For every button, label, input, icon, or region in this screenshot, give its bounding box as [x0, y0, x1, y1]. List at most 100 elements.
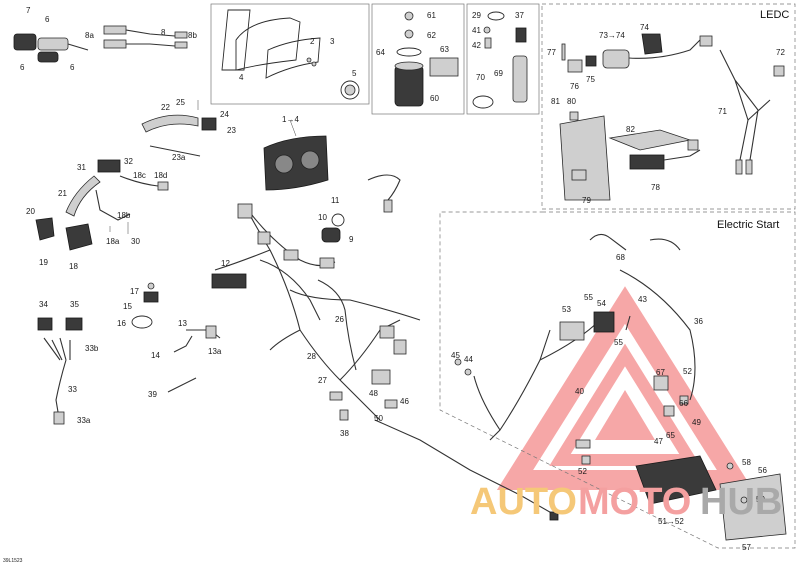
watermark-text: AUTO MOTO HUB	[470, 481, 782, 523]
ring-70	[472, 95, 494, 109]
callout-18: 18	[69, 262, 78, 271]
callout-36: 36	[694, 317, 703, 326]
gauge-lens	[235, 17, 301, 71]
gauge-accessory-box	[371, 3, 465, 115]
callout-5: 5	[352, 69, 357, 78]
callout-9: 9	[349, 235, 354, 244]
battery-51	[635, 455, 717, 505]
callout-55b: 55	[614, 338, 623, 347]
callout-18a: 18a	[106, 237, 120, 246]
callout-64: 64	[376, 48, 385, 57]
callout-59: 59	[756, 495, 765, 504]
warning-label	[429, 57, 459, 77]
ledc-parts	[559, 33, 785, 201]
callout-53: 53	[562, 305, 571, 314]
callout-6c: 6	[70, 63, 75, 72]
callout-52a: 52	[683, 367, 692, 376]
watermark-hub: HUB	[700, 481, 782, 523]
callout-21: 21	[58, 189, 67, 198]
callout-4: 4	[239, 73, 244, 82]
gauge-seal	[221, 9, 251, 71]
gauge-body	[263, 135, 329, 191]
callout-19: 19	[39, 258, 48, 267]
callout-10: 10	[318, 213, 327, 222]
sensor-parts	[131, 174, 401, 393]
callout-63: 63	[440, 45, 449, 54]
small-parts	[472, 11, 528, 109]
callout-33b: 33b	[85, 344, 99, 353]
callout-31: 31	[77, 163, 86, 172]
light-switch-group	[37, 317, 83, 425]
switch-6c	[37, 51, 59, 63]
block-32	[97, 159, 121, 173]
callout-33a: 33a	[77, 416, 91, 425]
callout-44: 44	[464, 355, 473, 364]
callout-48: 48	[369, 389, 378, 398]
callout-29: 29	[472, 11, 481, 20]
callout-15: 15	[123, 302, 132, 311]
callout-20: 20	[26, 207, 35, 216]
callout-47: 47	[654, 437, 663, 446]
plate-82	[608, 129, 692, 151]
connector-8b-bottom	[174, 41, 188, 49]
sender-canister	[394, 65, 424, 107]
callout-77: 77	[547, 48, 556, 57]
callout-61: 61	[427, 11, 436, 20]
callout-79: 79	[582, 196, 591, 205]
callout-75: 75	[586, 75, 595, 84]
callout-18c: 18c	[133, 171, 146, 180]
electric-start-parts	[454, 233, 787, 541]
callout-33: 33	[68, 385, 77, 394]
callout-58: 58	[742, 458, 751, 467]
callout-16: 16	[117, 319, 126, 328]
electric-start-title: Electric Start	[717, 219, 779, 231]
boot-22	[141, 114, 199, 133]
gauge-bezel	[265, 37, 321, 79]
callout-60: 60	[430, 94, 439, 103]
callout-39: 39	[148, 390, 157, 399]
connector-8b-top	[174, 31, 188, 39]
ledc-box	[541, 3, 796, 210]
small-parts-box	[466, 3, 540, 115]
callout-2: 2	[310, 37, 315, 46]
callout-41: 41	[472, 26, 481, 35]
callout-45: 45	[451, 351, 460, 360]
callout-49: 49	[692, 418, 701, 427]
callout-8: 8	[161, 28, 166, 37]
callout-30: 30	[131, 237, 140, 246]
connector-12	[211, 273, 247, 289]
callout-76: 76	[570, 82, 579, 91]
callout-6b: 6	[20, 63, 25, 72]
callout-69: 69	[494, 69, 503, 78]
callout-65: 65	[666, 431, 675, 440]
callout-labels: 7 6 6 6 8a 8 8b 4 2 3 5 61 62 64 63 60 2…	[20, 6, 785, 552]
callout-57: 57	[742, 543, 751, 552]
callout-8a: 8a	[85, 31, 94, 40]
callout-13a: 13a	[208, 347, 222, 356]
callout-23a: 23a	[172, 153, 186, 162]
callout-54: 54	[597, 299, 606, 308]
callout-74: 74	[640, 23, 649, 32]
sensor-9	[321, 227, 341, 243]
callout-23: 23	[227, 126, 236, 135]
callout-70: 70	[476, 73, 485, 82]
callout-11: 11	[331, 196, 340, 205]
watermark-auto: AUTO	[470, 481, 577, 523]
callout-43: 43	[638, 295, 647, 304]
callout-40: 40	[575, 387, 584, 396]
housing-18	[65, 223, 93, 251]
callout-73-74: 73→74	[599, 31, 625, 40]
callout-52b: 52	[578, 467, 587, 476]
callout-18d: 18d	[154, 171, 167, 180]
callout-6a: 6	[45, 15, 50, 24]
bracket-53	[559, 321, 585, 341]
watermark-logo	[496, 286, 754, 490]
battery-box-57	[719, 473, 787, 541]
main-harness	[211, 203, 559, 521]
grease-tube	[512, 55, 528, 103]
callout-55a: 55	[584, 293, 593, 302]
hose-21	[65, 175, 101, 217]
gauge-cluster	[263, 119, 329, 191]
